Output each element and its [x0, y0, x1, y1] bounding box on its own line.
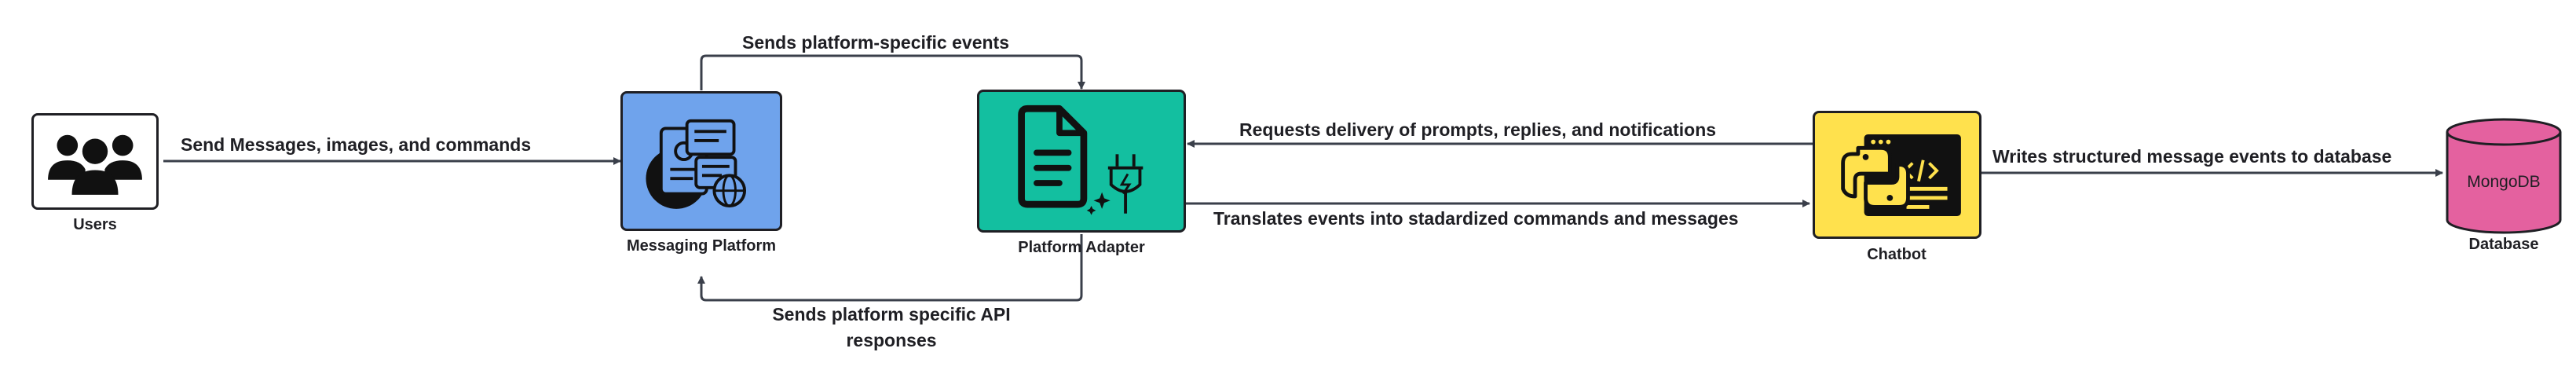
edge-label-api-responses-line1: Sends platform specific API: [772, 304, 1011, 324]
edge-label-send-messages: Send Messages, images, and commands: [181, 134, 532, 155]
edge-label-writes-events: Writes structured message events to data…: [1992, 146, 2392, 167]
database-caption: Database: [2468, 236, 2539, 253]
users-caption: Users: [73, 216, 117, 233]
chatbot-node[interactable]: [1813, 111, 1981, 239]
edge-label-api-responses-line2: responses: [846, 330, 937, 351]
edge-label-requests-delivery: Requests delivery of prompts, replies, a…: [1239, 119, 1717, 140]
database-inner-label: MongoDB: [2467, 173, 2541, 191]
python-code-icon: [1841, 134, 1961, 216]
edge-label-api-responses: Sends platform specific API responses: [772, 302, 1010, 354]
platform-adapter-caption: Platform Adapter: [1018, 239, 1145, 256]
database-node[interactable]: MongoDB: [2444, 118, 2563, 236]
chatbot-caption: Chatbot: [1867, 246, 1927, 263]
users-node[interactable]: [31, 113, 159, 210]
document-plug-icon: [1018, 104, 1143, 215]
messaging-platform-caption: Messaging Platform: [626, 237, 777, 255]
edge-label-translates-events: Translates events into stadardized comma…: [1213, 208, 1739, 229]
arrow-adapter-to-messaging: [697, 234, 1083, 302]
platform-adapter-node[interactable]: [977, 90, 1186, 233]
messaging-platform-node[interactable]: [620, 91, 782, 231]
users-icon: [48, 134, 142, 195]
arrow-messaging-to-adapter: [700, 54, 1085, 90]
edge-label-platform-events: Sends platform-specific events: [742, 32, 1009, 53]
messaging-platform-icon: [646, 119, 747, 209]
database-cylinder-icon: [2446, 118, 2562, 234]
